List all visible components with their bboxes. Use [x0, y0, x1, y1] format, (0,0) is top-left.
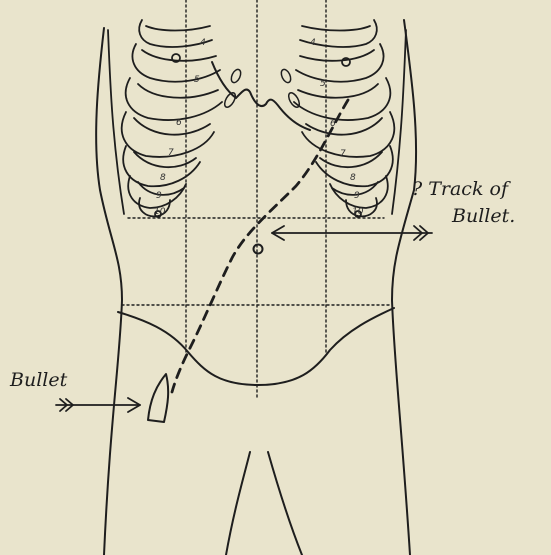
rib-number: 8 — [160, 173, 166, 183]
rib-number: 4 — [200, 38, 206, 48]
rib-number: 4 — [310, 38, 316, 48]
costal-cartilage-marks — [223, 68, 302, 109]
rib-number: 9 — [156, 191, 162, 201]
bullet-label: Bullet — [9, 369, 68, 391]
rib-number: 5 — [320, 79, 326, 89]
rib-number: 8 — [350, 173, 356, 183]
inner-left-thigh — [226, 452, 250, 555]
track-label-line2: Bullet. — [451, 205, 515, 227]
rib-number: 9 — [354, 191, 360, 201]
inner-right-thigh — [268, 452, 302, 555]
track-label-line1: ? Track of — [412, 178, 511, 200]
bullet-arrow — [56, 398, 140, 412]
pelvis-outline — [118, 308, 394, 385]
rib-number: 6 — [176, 118, 182, 128]
navel — [254, 245, 263, 254]
pelvic-brim — [118, 308, 394, 385]
rib-number: 10 — [352, 207, 364, 217]
rib-number: 7 — [340, 149, 346, 159]
left-torso-edge — [96, 28, 122, 555]
bullet — [148, 374, 168, 422]
rib-number: 7 — [168, 148, 174, 158]
right-torso-edge — [392, 20, 416, 555]
right-rib-cage — [294, 20, 406, 217]
torso-outline — [96, 20, 416, 555]
track-arrow — [272, 226, 432, 240]
left-rib-cage — [108, 20, 222, 217]
rib-number: 10 — [154, 207, 166, 217]
rib-number: 5 — [194, 75, 200, 85]
